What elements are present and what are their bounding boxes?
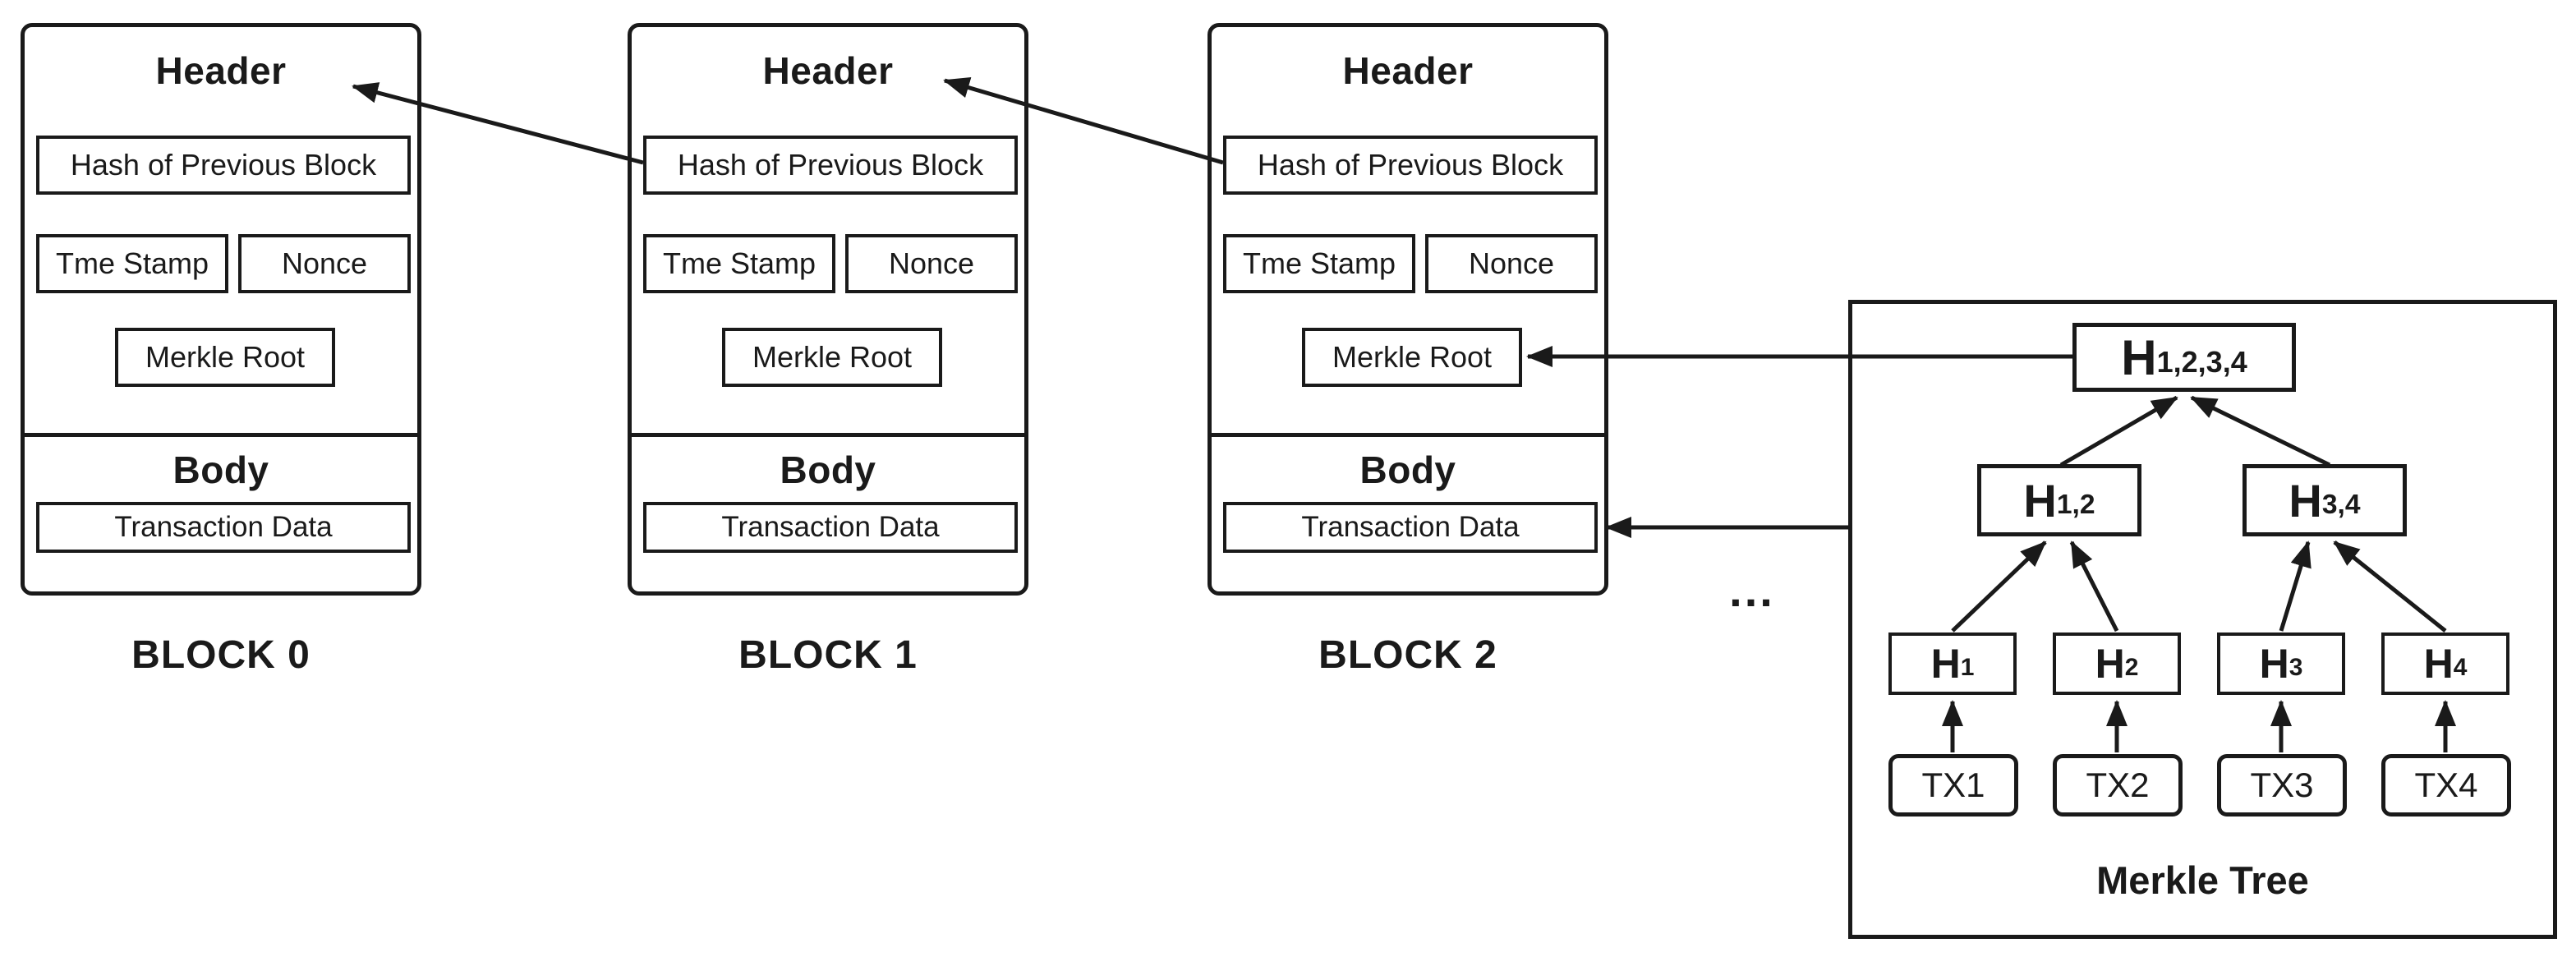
block-2-time-stamp-box: Tme Stamp [1223, 234, 1415, 293]
block-2-header-title: Header [1342, 49, 1474, 92]
merkle-node-h12-base: H [2023, 474, 2057, 527]
merkle-leaf-tx1: TX1 [1888, 754, 2018, 816]
block-2-nonce-box: Nonce [1425, 234, 1598, 293]
block-1-time-stamp-box: Tme Stamp [643, 234, 835, 293]
block-0-header-title: Header [155, 49, 287, 92]
arrow-block1-hash-to-block0-header [352, 82, 644, 165]
block-2-hash-of-previous-block-box: Hash of Previous Block [1223, 136, 1598, 195]
block-2-body-title: Body [1359, 448, 1456, 491]
merkle-node-h2-base: H [2095, 641, 2125, 687]
block-2-transaction-data-box: Transaction Data [1223, 502, 1598, 553]
block-0-body-title: Body [172, 448, 269, 491]
merkle-node-h1-base: H [1930, 641, 1961, 687]
block-1-merkle-root-box: Merkle Root [722, 328, 942, 387]
merkle-node-h1-subscript: 1 [1960, 654, 1975, 682]
arrow-h34-to-h1234 [2190, 395, 2331, 467]
block-1-label: BLOCK 1 [738, 633, 918, 677]
merkle-leaf-tx2: TX2 [2053, 754, 2183, 816]
merkle-node-h4-subscript: 4 [2453, 654, 2468, 682]
block-0-label: BLOCK 0 [131, 633, 310, 677]
chain-continues-ellipsis: ... [1729, 564, 1775, 616]
block-1-body-title: Body [780, 448, 876, 491]
merkle-leaf-tx4: TX4 [2381, 754, 2511, 816]
arrow-h3-to-h34 [2279, 540, 2312, 632]
block-0-time-stamp-box: Tme Stamp [36, 234, 228, 293]
block-1-nonce-box: Nonce [845, 234, 1018, 293]
block-1-header-body-divider [631, 433, 1025, 437]
arrow-h1-to-h12 [1951, 540, 2047, 632]
merkle-node-h1234-base: H [2121, 329, 2157, 385]
arrow-block2-hash-to-block1-header [943, 77, 1224, 165]
block-0-merkle-root-box: Merkle Root [115, 328, 335, 387]
merkle-node-h3-base: H [2259, 641, 2289, 687]
block-1-header-title: Header [762, 49, 894, 92]
merkle-node-h4-base: H [2423, 641, 2454, 687]
arrow-h12-to-h1234 [2059, 395, 2178, 467]
block-0-header-body-divider [24, 433, 418, 437]
block-0-nonce-box: Nonce [238, 234, 411, 293]
merkle-leaf-tx3: TX3 [2217, 754, 2347, 816]
arrow-h4-to-h34 [2333, 540, 2447, 632]
block-1: Header Hash of Previous Block Tme Stamp … [628, 23, 1028, 596]
block-0-transaction-data-box: Transaction Data [36, 502, 411, 553]
merkle-node-h3-subscript: 3 [2288, 654, 2303, 682]
merkle-tree-title: Merkle Tree [2096, 858, 2309, 902]
block-2-label: BLOCK 2 [1318, 633, 1497, 677]
merkle-node-h34-base: H [2288, 474, 2322, 527]
block-1-transaction-data-box: Transaction Data [643, 502, 1018, 553]
block-0-hash-of-previous-block-box: Hash of Previous Block [36, 136, 411, 195]
block-2-header-body-divider [1211, 433, 1605, 437]
merkle-node-h12-subscript: 1,2 [2056, 490, 2095, 521]
merkle-node-h34-subscript: 3,4 [2321, 490, 2361, 521]
block-2-merkle-root-box: Merkle Root [1302, 328, 1522, 387]
merkle-node-h2-subscript: 2 [2124, 654, 2139, 682]
block-0: Header Hash of Previous Block Tme Stamp … [21, 23, 421, 596]
block-1-hash-of-previous-block-box: Hash of Previous Block [643, 136, 1018, 195]
block-2: Header Hash of Previous Block Tme Stamp … [1208, 23, 1608, 596]
merkle-node-h1234-subscript: 1,2,3,4 [2156, 345, 2247, 380]
arrow-h2-to-h12 [2069, 540, 2119, 632]
